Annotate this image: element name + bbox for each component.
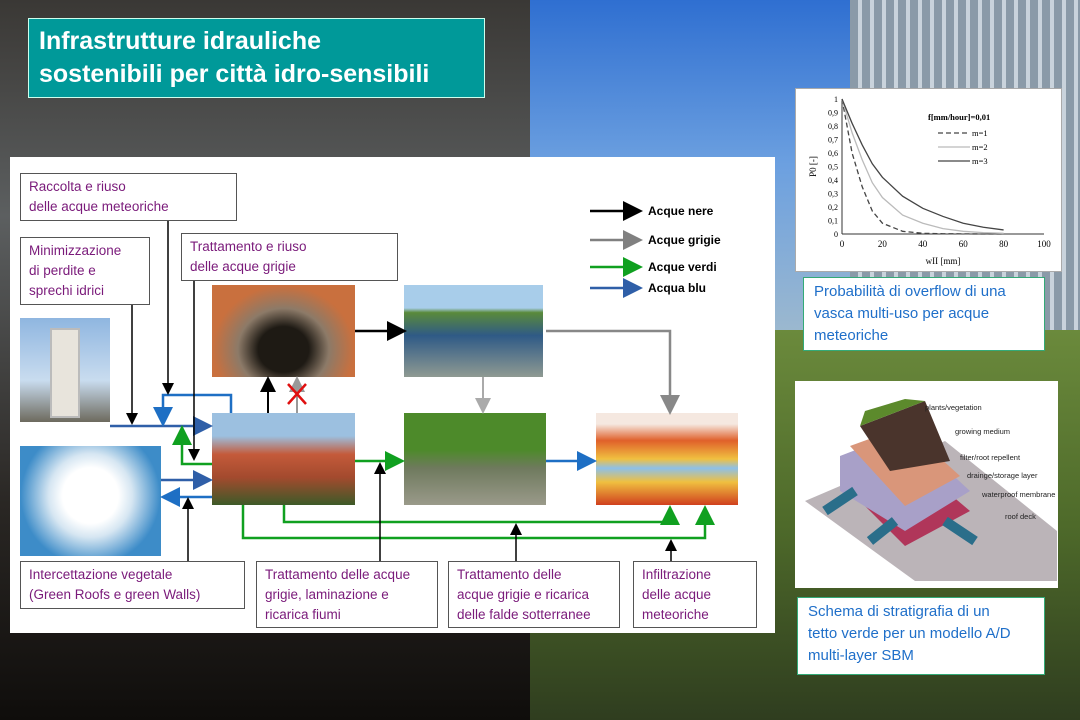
box-trattamento-laminazione: Trattamento delle acque grigie, laminazi… <box>256 561 438 628</box>
legend-acque-grigie: Acque grigie <box>648 233 721 247</box>
chart-caption: Probabilità di overflow di una vasca mul… <box>803 277 1045 351</box>
x-tick-label: 0 <box>840 239 845 249</box>
y-tick-label: 0,3 <box>828 190 838 199</box>
series-line-m=2 <box>841 98 1004 234</box>
box-raccolta: Raccolta e riuso delle acque meteoriche <box>20 173 237 221</box>
arrow-grey <box>546 329 680 415</box>
y-tick-label: 0 <box>834 230 838 239</box>
x-tick-label: 40 <box>918 239 928 249</box>
roof-layer-label: roof deck <box>1005 512 1036 521</box>
legend-acque-verdi: Acque verdi <box>648 260 717 274</box>
roof-layer-label: waterproof membrane <box>982 490 1056 499</box>
box-trattamento-falde: Trattamento delle acque grigie e ricaric… <box>448 561 620 628</box>
y-tick-label: 0,8 <box>828 122 838 131</box>
box-minimizzazione: Minimizzazione di perdite e sprechi idri… <box>20 237 150 305</box>
arrow-blue <box>153 393 233 427</box>
legend-acqua-blu: Acqua blu <box>648 281 707 295</box>
roof-layer-label: filter/root repellent <box>960 453 1021 462</box>
overflow-chart: 0 20 40 60 80 100 0 0,1 0,2 0,3 0,4 0,5 0,6 0,7 0,8 0,9… <box>795 88 1062 272</box>
y-tick-label: 0,2 <box>828 203 838 212</box>
y-tick-label: 1 <box>834 95 838 104</box>
y-tick-label: 0,9 <box>828 109 838 118</box>
y-tick-label: 0,1 <box>828 217 838 226</box>
treatment-plant-image <box>404 285 543 377</box>
roof-layer-label: drainge/storage layer <box>967 471 1038 480</box>
legend-arrows <box>590 201 643 298</box>
x-tick-label: 20 <box>878 239 888 249</box>
y-tick-label: 0,5 <box>828 163 838 172</box>
roof-caption: Schema di stratigrafia di un tetto verde… <box>797 597 1045 675</box>
arrow-green <box>172 425 212 466</box>
arrow-green <box>241 505 715 540</box>
x-tick-label: 100 <box>1037 239 1051 249</box>
legend-label: m=1 <box>972 128 988 138</box>
clouds-image <box>20 446 161 556</box>
sewer-tunnel-image <box>212 285 355 377</box>
box-intercettazione: Intercettazione vegetale (Green Roofs e … <box>20 561 245 609</box>
slide-title: Infrastrutture idrauliche sostenibili pe… <box>28 18 485 98</box>
groundwater-image <box>596 413 738 505</box>
y-tick-label: 0,6 <box>828 149 838 158</box>
y-tick-label: 0,7 <box>828 136 838 145</box>
x-tick-label: 60 <box>959 239 969 249</box>
series-line-m=1 <box>841 98 1004 235</box>
legend-acque-nere: Acque nere <box>648 204 714 218</box>
town-image <box>212 413 355 505</box>
x-axis-label: wII [mm] <box>926 256 961 266</box>
roof-layer-label: growing medium <box>955 427 1011 436</box>
legend-label: m=3 <box>972 156 988 166</box>
series-line-m=3 <box>841 98 1004 231</box>
y-tick-label: 0,4 <box>828 176 838 185</box>
blocked-x-icon <box>287 383 307 405</box>
river-image <box>404 413 546 505</box>
green-roof-diagram: plants/vegetation growing medium filter/ro… <box>795 381 1058 588</box>
arrow-green <box>282 505 680 525</box>
box-trattamento-riuso: Trattamento e riuso delle acque grigie <box>181 233 398 281</box>
roof-layer-label: plants/vegetation <box>925 403 982 412</box>
box-infiltrazione: Infiltrazione delle acque meteoriche <box>633 561 757 628</box>
y-axis-label: P0 [-] <box>808 156 818 177</box>
legend-label: m=2 <box>972 142 988 152</box>
x-tick-label: 80 <box>999 239 1009 249</box>
water-tower-image <box>20 318 110 422</box>
chart-title: f[mm/hour]=0,01 <box>928 112 990 122</box>
